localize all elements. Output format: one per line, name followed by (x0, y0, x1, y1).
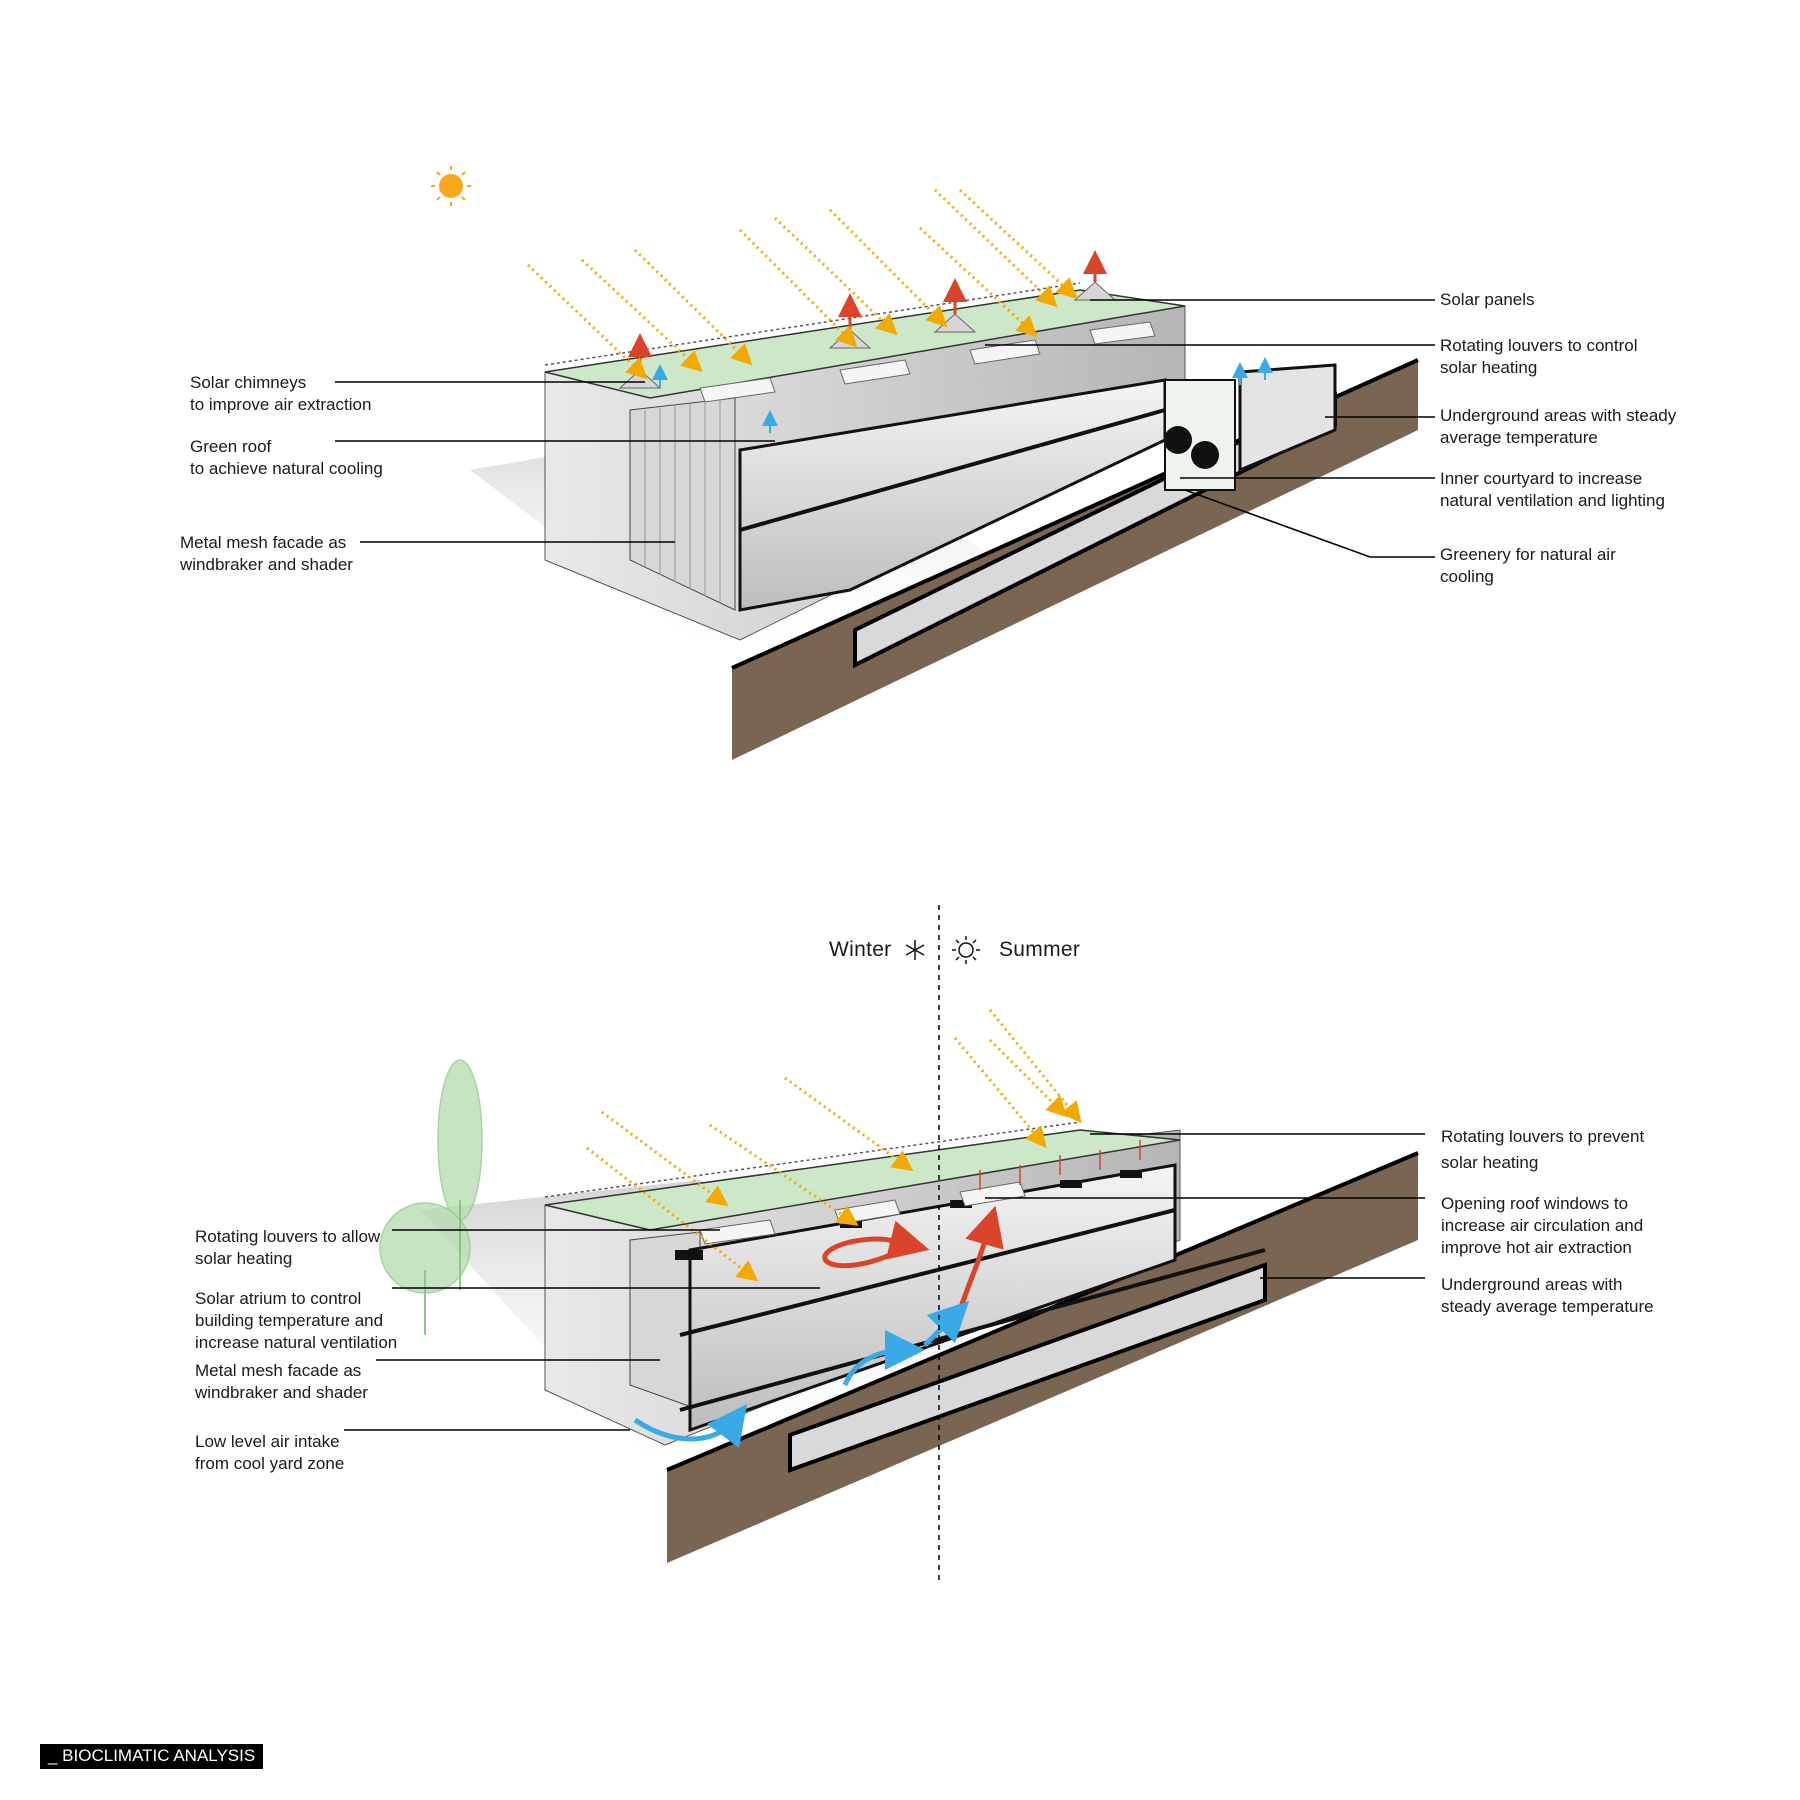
top-courtyard-tree-1 (1164, 426, 1192, 454)
bottom-building-section (380, 1010, 1418, 1563)
label-line: improve hot air extraction (1441, 1237, 1643, 1259)
label-line: increase air circulation and (1441, 1215, 1643, 1237)
label-line: Underground areas with steady (1440, 405, 1676, 427)
label-line: Low level air intake (195, 1431, 344, 1453)
label-solar-panels: Solar panels (1440, 289, 1535, 311)
label-line: solar heating (1440, 357, 1638, 379)
label-underground-areas-top: Underground areas with steady average te… (1440, 405, 1676, 449)
label-line: average temperature (1440, 427, 1676, 449)
label-line: Green roof (190, 436, 383, 458)
label-rotating-louvers-control: Rotating louvers to control solar heatin… (1440, 335, 1638, 379)
label-line: Solar panels (1440, 289, 1535, 311)
label-inner-courtyard: Inner courtyard to increase natural vent… (1440, 468, 1665, 512)
label-line: from cool yard zone (195, 1453, 344, 1475)
label-line: cooling (1440, 566, 1616, 588)
label-line: Inner courtyard to increase (1440, 468, 1665, 490)
label-line: Underground areas with (1441, 1274, 1654, 1296)
label-line: building temperature and (195, 1310, 397, 1332)
top-courtyard-tree-2 (1191, 441, 1219, 469)
label-metal-mesh-top: Metal mesh facade as windbraker and shad… (180, 532, 353, 576)
label-line: Metal mesh facade as (195, 1360, 368, 1382)
label-green-roof: Green roof to achieve natural cooling (190, 436, 383, 480)
sun-icon (431, 166, 471, 206)
label-rotating-louvers-prevent: Rotating louvers to prevent solar heatin… (1441, 1124, 1644, 1176)
label-line: increase natural ventilation (195, 1332, 397, 1354)
label-line: Greenery for natural air (1440, 544, 1616, 566)
label-line: solar heating (195, 1248, 380, 1270)
season-winter-label: Winter (829, 938, 891, 962)
sun-outline-icon (952, 936, 980, 964)
label-line: natural ventilation and lighting (1440, 490, 1665, 512)
label-line: solar heating (1441, 1150, 1644, 1176)
label-opening-roof-windows: Opening roof windows to increase air cir… (1441, 1193, 1643, 1259)
season-summer-label: Summer (999, 938, 1080, 962)
label-line: Rotating louvers to control (1440, 335, 1638, 357)
top-building-section (431, 166, 1418, 760)
section-title-tag: _ BIOCLIMATIC ANALYSIS (40, 1744, 263, 1769)
label-line: steady average temperature (1441, 1296, 1654, 1318)
label-line: Rotating louvers to prevent (1441, 1124, 1644, 1150)
label-metal-mesh-bottom: Metal mesh facade as windbraker and shad… (195, 1360, 368, 1404)
label-solar-chimneys: Solar chimneys to improve air extraction (190, 372, 371, 416)
label-underground-areas-bottom: Underground areas with steady average te… (1441, 1274, 1654, 1318)
bottom-summer-sun-rays (955, 1010, 1075, 1140)
label-rotating-louvers-allow: Rotating louvers to allow solar heating (195, 1226, 380, 1270)
label-line: Metal mesh facade as (180, 532, 353, 554)
label-low-level-air-intake: Low level air intake from cool yard zone (195, 1431, 344, 1475)
label-line: Solar chimneys (190, 372, 371, 394)
label-line: Solar atrium to control (195, 1288, 397, 1310)
label-line: Rotating louvers to allow (195, 1226, 380, 1248)
label-line: to improve air extraction (190, 394, 371, 416)
label-line: windbraker and shader (180, 554, 353, 576)
label-solar-atrium: Solar atrium to control building tempera… (195, 1288, 397, 1354)
label-line: to achieve natural cooling (190, 458, 383, 480)
label-line: windbraker and shader (195, 1382, 368, 1404)
label-greenery: Greenery for natural air cooling (1440, 544, 1616, 588)
snowflake-icon (906, 940, 924, 960)
label-line: Opening roof windows to (1441, 1193, 1643, 1215)
